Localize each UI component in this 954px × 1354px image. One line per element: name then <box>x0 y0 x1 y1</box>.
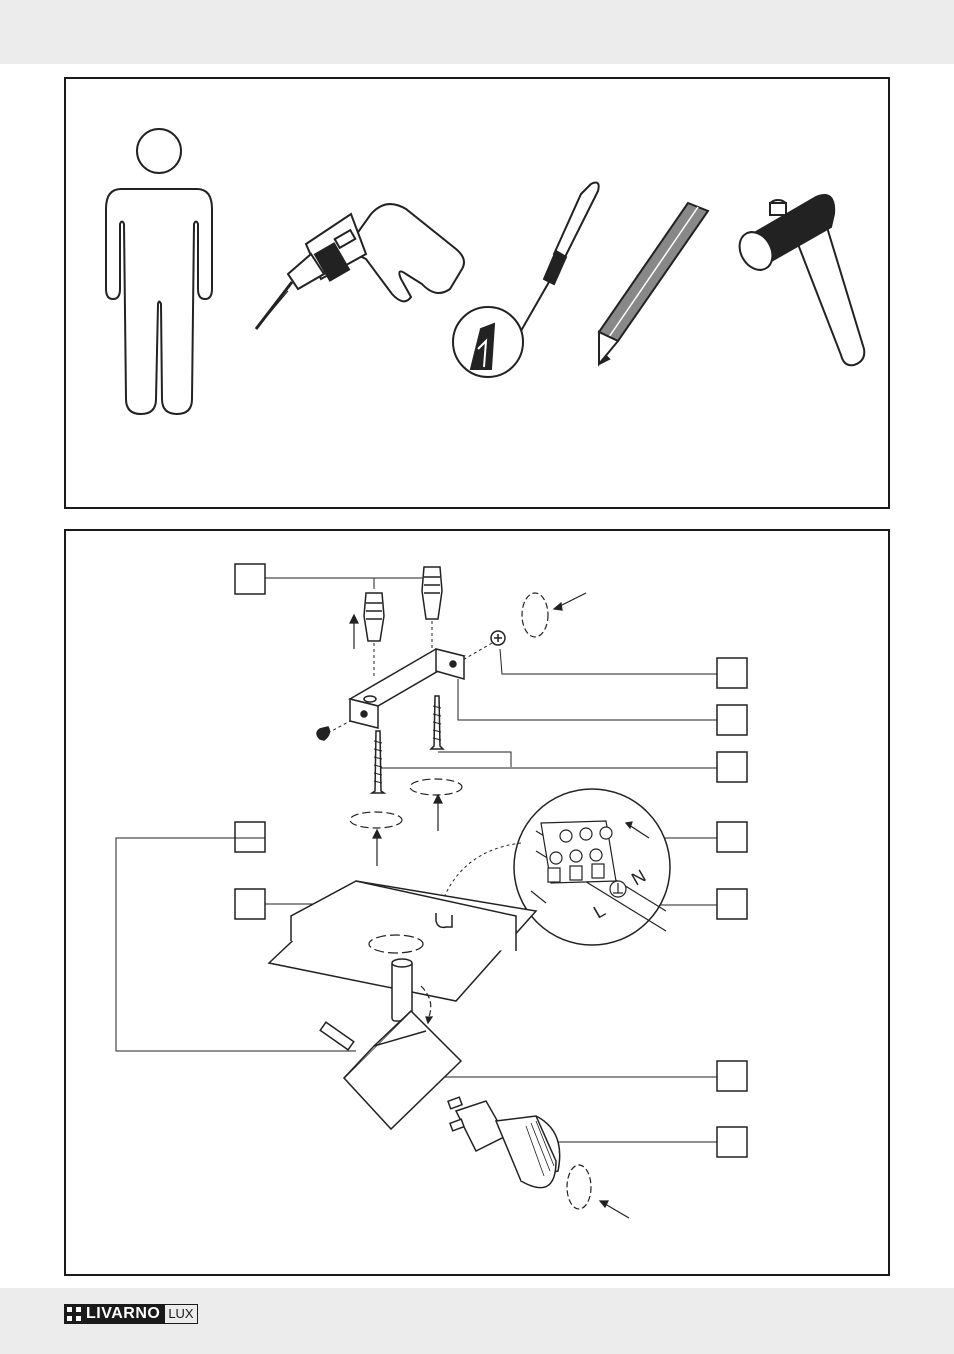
screws <box>369 695 445 794</box>
bulb-rotation-arrow <box>566 1164 630 1219</box>
brand-logo: LIVARNO LUX <box>64 1304 198 1324</box>
callout-box-cable <box>234 821 266 853</box>
callout-box-wall-plugs <box>234 563 266 595</box>
screw-rotation-arrows <box>349 778 463 866</box>
hammer-icon <box>738 194 866 367</box>
bulb <box>447 1096 561 1189</box>
base-plate <box>267 880 538 1002</box>
bracket-screw <box>460 630 506 662</box>
tools-illustration <box>105 128 866 416</box>
brand-suffix: LUX <box>164 1304 198 1324</box>
insert-arrow <box>349 613 359 649</box>
assembly-panel: L N <box>64 529 890 1276</box>
pencil-icon <box>597 201 710 367</box>
mounting-bracket <box>316 648 466 741</box>
callout-box-earth-wire <box>716 888 748 920</box>
logo-mark-icon <box>64 1304 84 1324</box>
terminal-block-detail: L N <box>437 788 671 946</box>
callout-box-base-plate <box>234 888 266 920</box>
base-rotation-arrow <box>368 934 434 1025</box>
assembly-diagram: L N <box>115 563 748 1219</box>
rotation-arrow-top <box>521 592 587 638</box>
leader-lines <box>115 577 717 1143</box>
callout-box-lamp-head <box>716 1060 748 1092</box>
phillips-screwdriver-icon <box>452 181 600 378</box>
brand-name: LIVARNO <box>84 1304 165 1324</box>
callout-box-terminal-block <box>716 821 748 853</box>
wall-plugs <box>363 566 443 676</box>
callout-box-screws <box>716 751 748 783</box>
lamp-head <box>319 958 463 1131</box>
callout-box-bracket-screw <box>716 657 748 689</box>
callout-box-bulb <box>716 1126 748 1158</box>
person-icon <box>105 128 213 416</box>
callout-box-mounting-bracket <box>716 704 748 736</box>
tools-panel <box>64 77 890 509</box>
drill-icon <box>254 203 465 330</box>
